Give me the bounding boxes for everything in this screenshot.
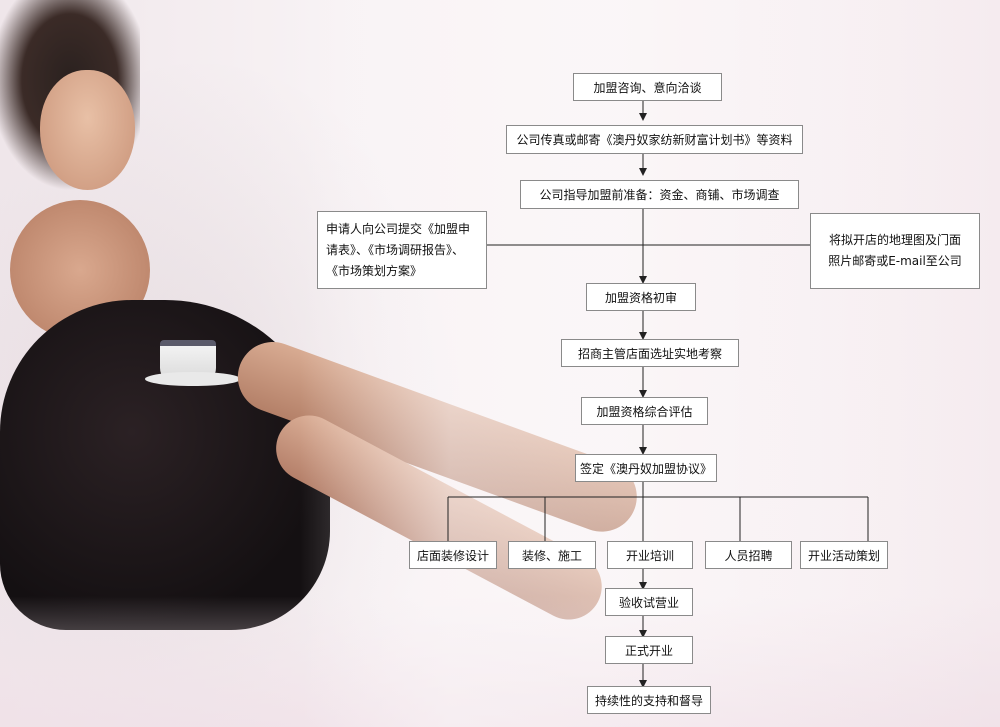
step-preliminary-review: 加盟资格初审 (586, 283, 696, 311)
branch-opening-training: 开业培训 (607, 541, 693, 569)
step-sign-agreement: 签定《澳丹奴加盟协议》 (575, 454, 717, 482)
branch-opening-event: 开业活动策划 (800, 541, 888, 569)
step-ongoing-support: 持续性的支持和督导 (587, 686, 711, 714)
step-preparation: 公司指导加盟前准备：资金、商铺、市场调查 (520, 180, 799, 209)
step-comprehensive-evaluation: 加盟资格综合评估 (581, 397, 708, 425)
step-consultation: 加盟咨询、意向洽谈 (573, 73, 722, 101)
branch-store-design: 店面装修设计 (409, 541, 497, 569)
branch-construction: 装修、施工 (508, 541, 596, 569)
step-site-inspection: 招商主管店面选址实地考察 (561, 339, 739, 367)
side-submit-application: 申请人向公司提交《加盟申请表》、《市场调研报告》、《市场策划方案》 (317, 211, 487, 289)
step-send-materials: 公司传真或邮寄《澳丹奴家纺新财富计划书》等资料 (506, 125, 803, 154)
side-send-photos: 将拟开店的地理图及门面照片邮寄或E-mail至公司 (810, 213, 980, 289)
branch-recruitment: 人员招聘 (705, 541, 792, 569)
step-trial-operation: 验收试营业 (605, 588, 693, 616)
step-official-opening: 正式开业 (605, 636, 693, 664)
